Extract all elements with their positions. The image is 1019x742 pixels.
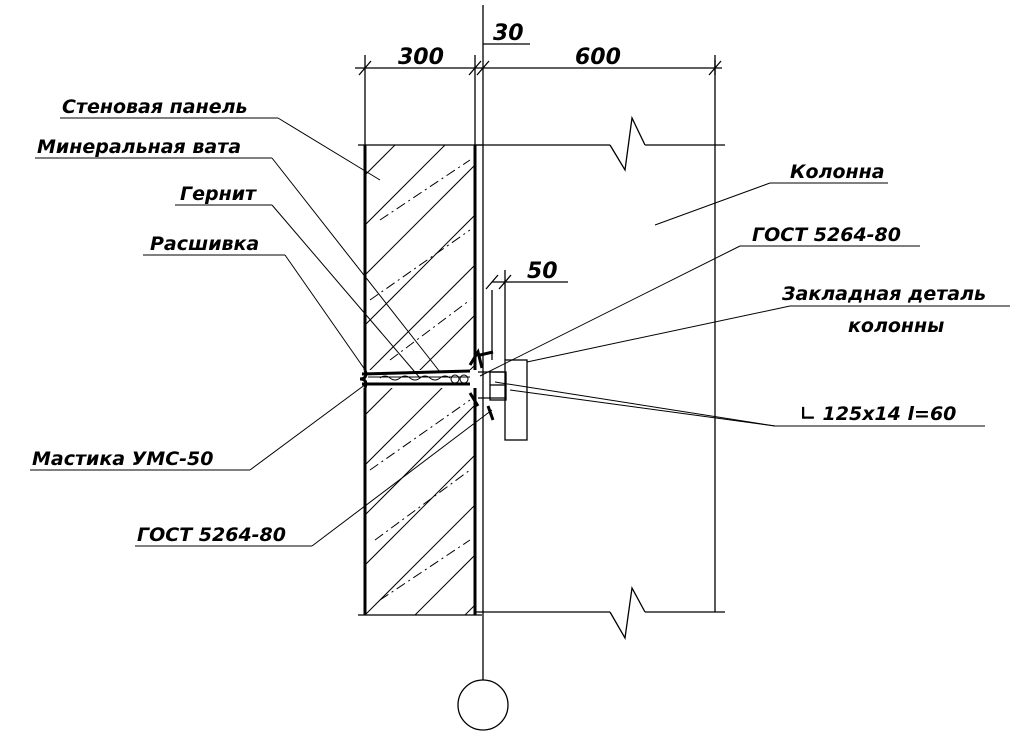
- wall-panel-bottom: [358, 388, 482, 616]
- embedded-part: [468, 290, 528, 441]
- leader-lines: [30, 117, 1010, 547]
- label-rasshivka: Расшивка: [150, 233, 259, 255]
- dim-600-label: 600: [575, 45, 621, 70]
- column-outline: [475, 60, 725, 640]
- label-embedded-part-line2: колонны: [848, 315, 944, 337]
- label-angle-profile: ∟ 125х14 l=60: [800, 403, 956, 425]
- panel-hatch-bottom: [365, 388, 475, 615]
- label-column: Колонна: [790, 161, 885, 183]
- label-mineral-wool: Минеральная вата: [37, 136, 241, 158]
- label-gost-bottom: ГОСТ 5264-80: [137, 524, 286, 546]
- label-gost-top: ГОСТ 5264-80: [752, 224, 901, 246]
- axis-line: [457, 5, 509, 731]
- label-gernit: Гернит: [180, 183, 257, 205]
- dim-50-label: 50: [527, 259, 558, 284]
- panel-hatch-top: [365, 145, 475, 370]
- wall-panel-top: [358, 144, 482, 370]
- label-wall-panel: Стеновая панель: [62, 96, 248, 118]
- dim-300-label: 300: [398, 45, 444, 70]
- axis-marker-circle: [457, 679, 509, 731]
- dim-30-label: 30: [493, 21, 524, 46]
- label-embedded-part-line1: Закладная деталь: [781, 283, 986, 305]
- label-mastic: Мастика УМС-50: [32, 448, 213, 470]
- dimension-lines: [355, 43, 722, 360]
